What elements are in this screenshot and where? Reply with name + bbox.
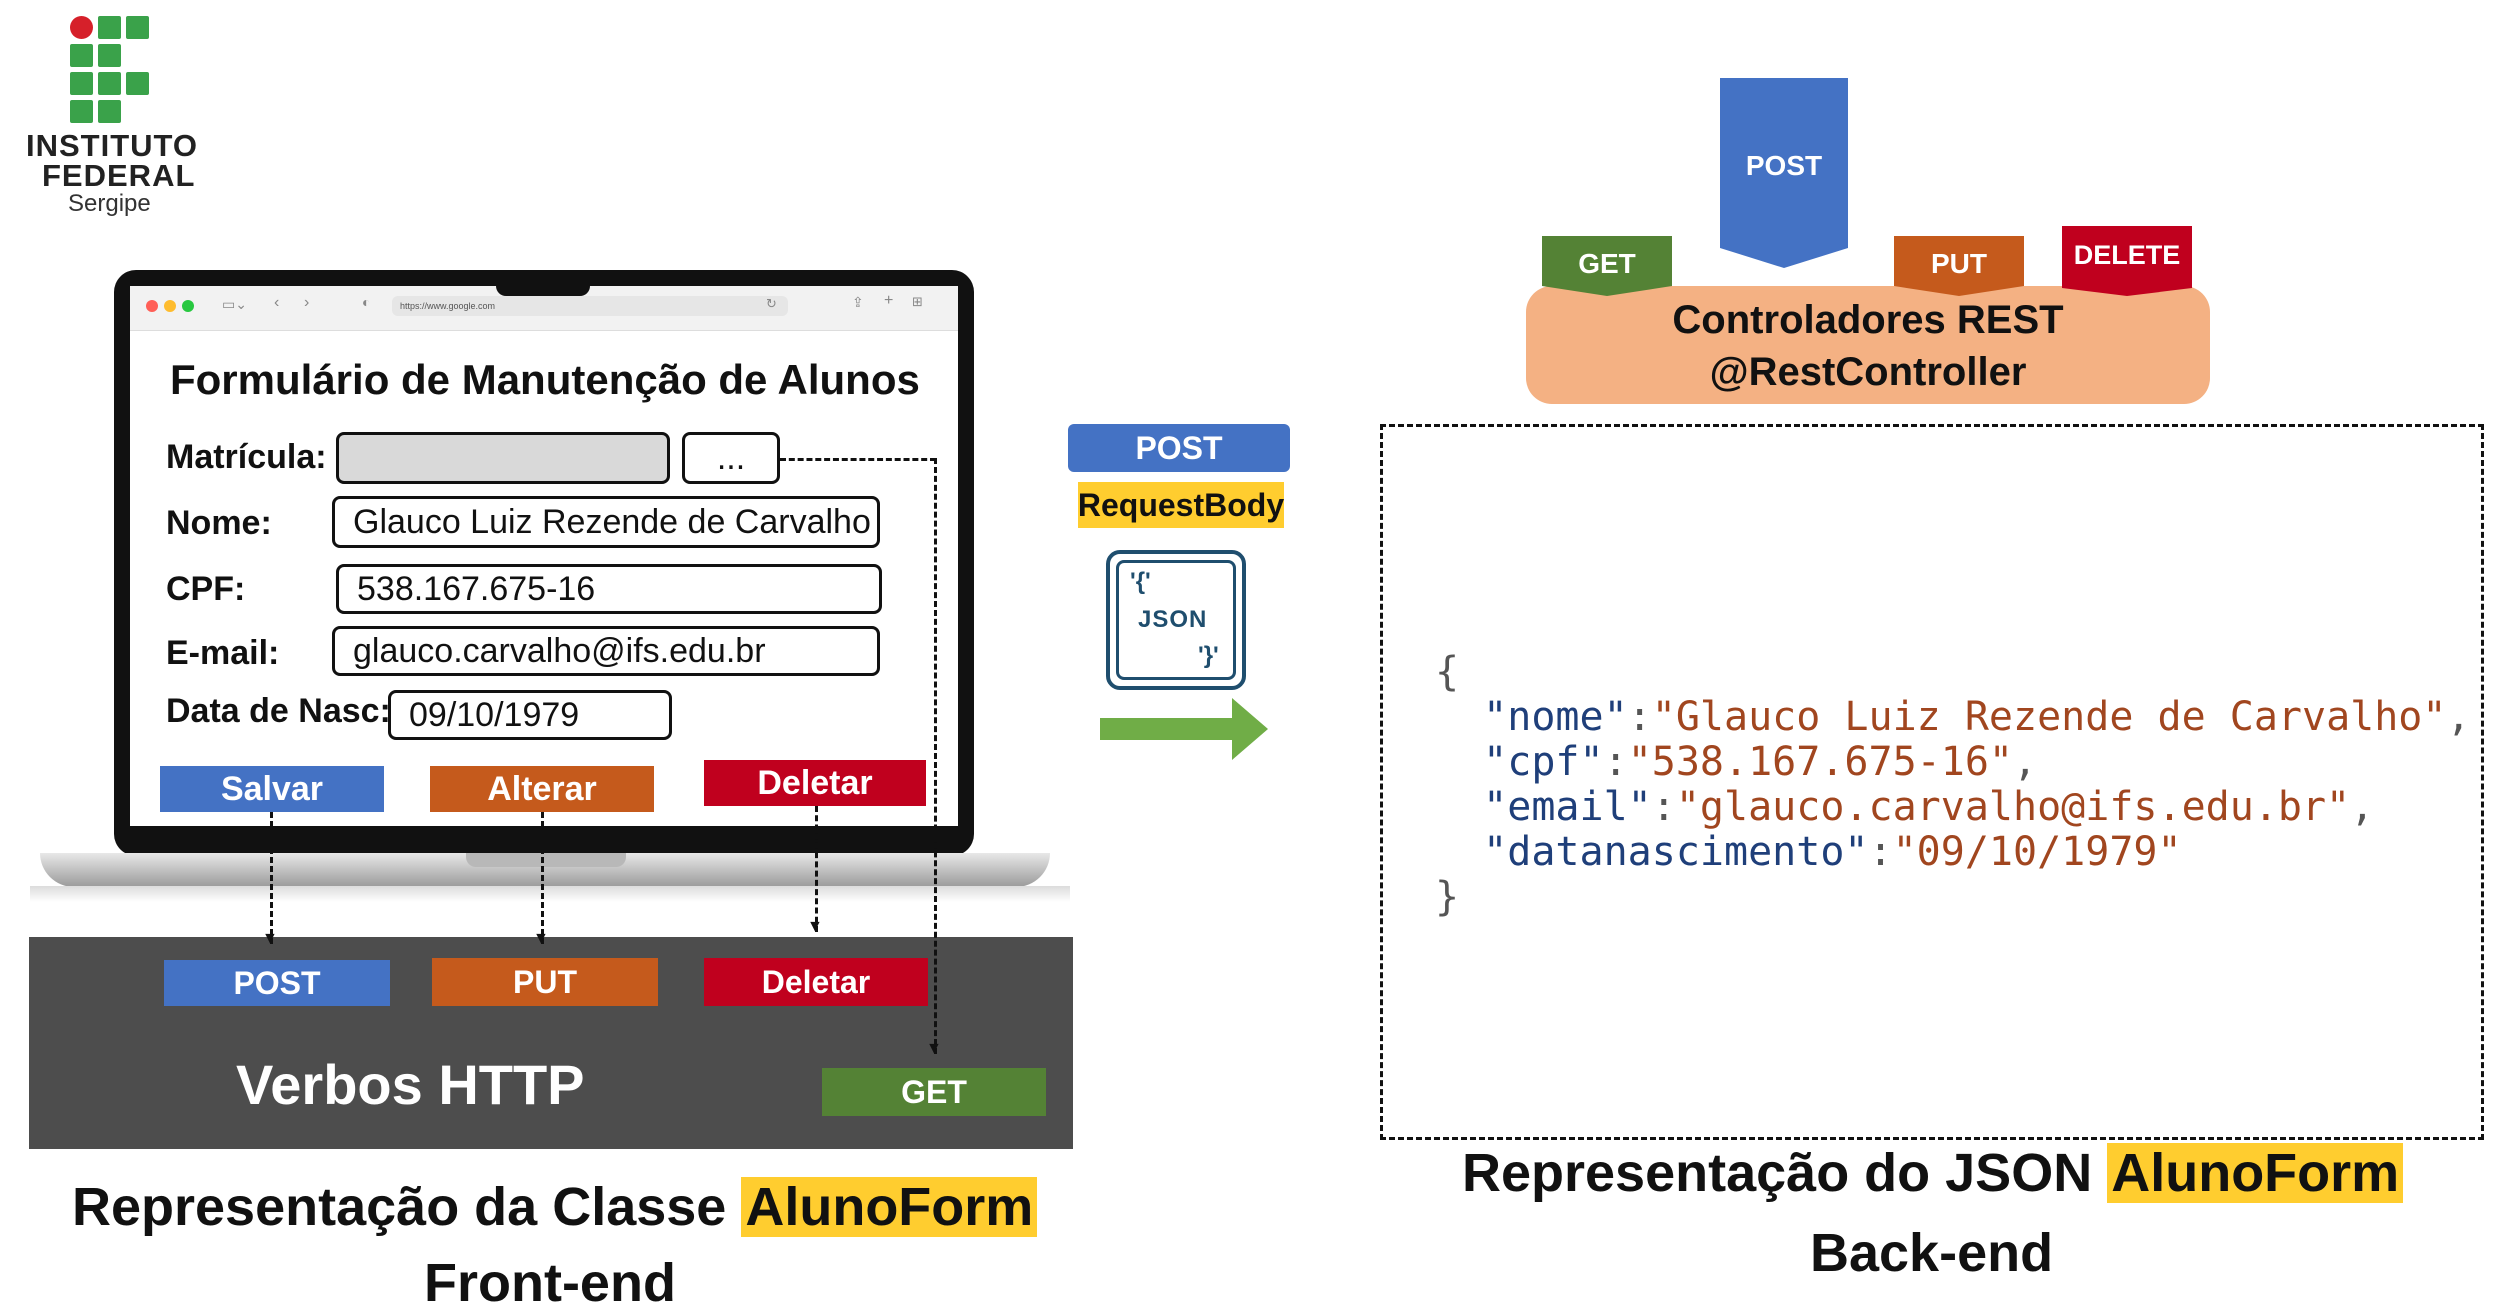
matricula-label: Matrícula: <box>166 438 327 476</box>
arrowhead-icon: ▼ <box>807 918 823 935</box>
reload-icon[interactable]: ↻ <box>766 296 777 311</box>
backend-caption: Representação do JSON AlunoForm <box>1462 1142 2404 1204</box>
rest-controller-annotation: @RestController <box>1709 350 2027 394</box>
right-arrow-icon <box>1100 698 1268 760</box>
json-key: "email" <box>1483 784 1652 830</box>
form-title: Formulário de Manutenção de Alunos <box>170 356 920 403</box>
laptop-shadow <box>30 886 1070 902</box>
deletar-to-delete-line <box>815 806 818 932</box>
http-verbs-title: Verbos HTTP <box>236 1053 585 1116</box>
http-put-badge: PUT <box>432 958 658 1006</box>
json-key: "cpf" <box>1483 739 1604 785</box>
rest-controller-title: Controladores REST <box>1672 298 2064 342</box>
privacy-shield-icon: ◐ <box>362 294 371 310</box>
json-file-icon: '{' JSON '}' <box>1106 550 1246 690</box>
http-get-badge: GET <box>822 1068 1046 1116</box>
json-box <box>1380 424 2484 1140</box>
json-key: "datanascimento" <box>1483 829 1869 875</box>
transfer-post-badge: POST <box>1068 424 1290 472</box>
close-window-icon[interactable] <box>146 300 158 312</box>
salvar-button[interactable]: Salvar <box>160 766 384 812</box>
nascimento-label: Data de Nasc: <box>166 692 391 730</box>
delete-tab <box>2062 226 2192 296</box>
alunoform-highlight: AlunoForm <box>2107 1143 2404 1203</box>
laptop-notch <box>496 276 590 296</box>
alunoform-highlight: AlunoForm <box>741 1177 1038 1237</box>
rest-post-label: POST <box>1745 150 1823 181</box>
share-icon[interactable]: ⇪ <box>852 294 864 310</box>
nome-input[interactable]: Glauco Luiz Rezende de Carvalho <box>332 496 880 548</box>
deletar-button[interactable]: Deletar <box>704 760 926 806</box>
logo-text-sergipe: Sergipe <box>68 190 151 217</box>
logo-text-federal: FEDERAL <box>42 158 196 193</box>
json-value: "glauco.carvalho@ifs.edu.br" <box>1675 784 2351 830</box>
frontend-caption: Representação da Classe AlunoForm <box>72 1176 1038 1238</box>
arrowhead-icon: ▼ <box>926 1040 942 1057</box>
forward-icon[interactable]: › <box>304 294 310 311</box>
nascimento-input[interactable]: 09/10/1979 <box>388 690 672 740</box>
post-arrow-tab <box>1720 78 1848 268</box>
rest-get-label: GET <box>1578 248 1636 279</box>
json-value: "09/10/1979" <box>1892 829 2182 875</box>
salvar-to-post-line <box>270 812 273 944</box>
http-post-badge: POST <box>164 960 390 1006</box>
lookup-to-get-line-h <box>780 458 936 461</box>
minimize-window-icon[interactable] <box>164 300 176 312</box>
logo-text-instituto: INSTITUTO <box>26 128 199 163</box>
rest-delete-label: DELETE <box>2073 240 2181 270</box>
alterar-button[interactable]: Alterar <box>430 766 654 812</box>
ifs-logo-grid <box>70 16 152 123</box>
cpf-input[interactable]: 538.167.675-16 <box>336 564 882 614</box>
matricula-lookup-button[interactable]: ... <box>682 432 780 484</box>
alterar-to-put-line <box>541 812 544 944</box>
json-code: { "nome":"Glauco Luiz Rezende de Carvalh… <box>1435 649 2471 920</box>
http-delete-badge: Deletar <box>704 958 928 1006</box>
backend-subcaption: Back-end <box>1810 1223 2054 1283</box>
arrowhead-icon: ▼ <box>533 930 549 947</box>
frontend-subcaption: Front-end <box>424 1253 676 1313</box>
back-icon[interactable]: ‹ <box>274 294 280 311</box>
laptop-base-notch <box>466 853 626 867</box>
requestbody-label: RequestBody <box>1078 482 1284 528</box>
tab-overview-icon[interactable]: ⊞ <box>912 294 923 309</box>
new-tab-icon[interactable]: + <box>884 292 894 309</box>
email-input[interactable]: glauco.carvalho@ifs.edu.br <box>332 626 880 676</box>
maximize-window-icon[interactable] <box>182 300 194 312</box>
arrowhead-icon: ▼ <box>262 930 278 947</box>
get-tab <box>1542 236 1672 296</box>
email-label: E-mail: <box>166 634 280 672</box>
sidebar-toggle-icon[interactable]: ▭⌄ <box>222 296 247 312</box>
address-bar[interactable]: https://www.google.com <box>392 296 788 316</box>
json-value: "538.167.675-16" <box>1627 739 2013 785</box>
nome-label: Nome: <box>166 504 272 542</box>
put-tab <box>1894 236 2024 296</box>
cpf-label: CPF: <box>166 570 246 608</box>
lookup-to-get-line-v <box>934 458 937 1054</box>
rest-put-label: PUT <box>1931 248 1987 279</box>
json-value: "Glauco Luiz Rezende de Carvalho" <box>1651 694 2447 740</box>
json-key: "nome" <box>1483 694 1628 740</box>
matricula-input[interactable] <box>336 432 670 484</box>
